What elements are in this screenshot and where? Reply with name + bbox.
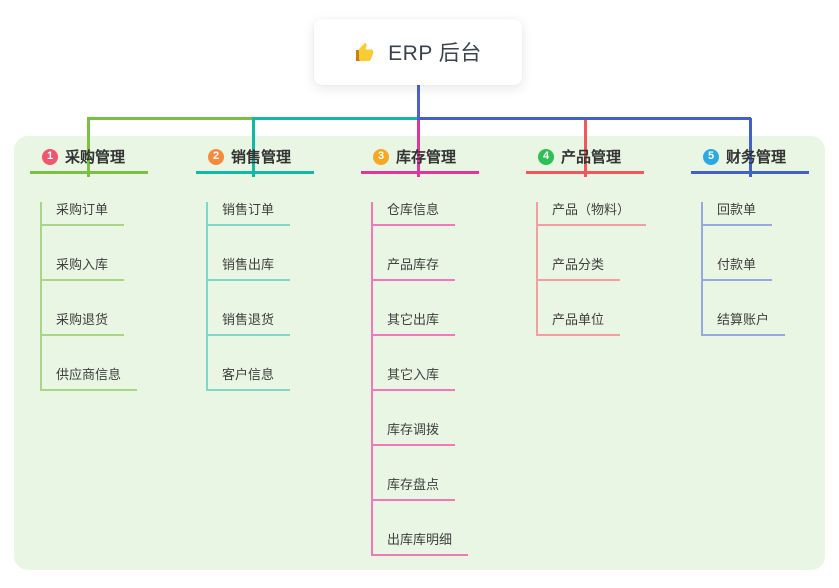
mindmap-leaf-node[interactable]: 采购入库 bbox=[42, 257, 125, 281]
branch-purchase-children: 采购订单 采购入库 采购退货 供应商信息 bbox=[40, 202, 148, 391]
root-node-title: ERP 后台 bbox=[388, 42, 482, 65]
branch-sales: 2 销售管理 销售订单 销售出库 销售退货 客户信息 bbox=[196, 148, 314, 391]
mindmap-leaf-node[interactable]: 采购订单 bbox=[42, 202, 125, 226]
badge-1-icon: 1 bbox=[42, 148, 58, 165]
branch-product: 4 产品管理 产品（物料） 产品分类 产品单位 bbox=[526, 148, 647, 336]
mindmap-leaf-node[interactable]: 仓库信息 bbox=[373, 202, 456, 226]
badge-4-icon: 4 bbox=[538, 148, 554, 165]
branch-inventory: 3 库存管理 仓库信息 产品库存 其它出库 其它入库 库存调拨 库存盘点 出库库… bbox=[361, 148, 479, 556]
connector-drop-sales bbox=[252, 118, 255, 177]
mindmap-leaf-node[interactable]: 产品（物料） bbox=[538, 202, 647, 226]
badge-2-icon: 2 bbox=[208, 148, 224, 165]
thumbs-up-icon bbox=[354, 40, 378, 64]
branch-node-finance[interactable]: 5 财务管理 bbox=[691, 148, 809, 174]
mindmap-leaf-node[interactable]: 产品分类 bbox=[538, 257, 621, 281]
connector-drop-finance bbox=[749, 118, 752, 177]
mindmap-leaf-node[interactable]: 其它入库 bbox=[373, 367, 456, 391]
connector-drop-purchase bbox=[87, 118, 90, 177]
branch-label: 产品管理 bbox=[561, 149, 622, 166]
connector-rail-teal bbox=[252, 117, 418, 120]
connector-rail-green bbox=[87, 117, 253, 120]
root-node[interactable]: ERP 后台 bbox=[314, 19, 522, 85]
branch-purchase: 1 采购管理 采购订单 采购入库 采购退货 供应商信息 bbox=[30, 148, 148, 391]
mindmap-leaf-node[interactable]: 库存盘点 bbox=[373, 477, 456, 501]
mindmap-leaf-node[interactable]: 产品单位 bbox=[538, 312, 621, 336]
mindmap-leaf-node[interactable]: 出库库明细 bbox=[373, 532, 469, 556]
mindmap-leaf-node[interactable]: 产品库存 bbox=[373, 257, 456, 281]
connector-drop-product bbox=[584, 118, 587, 177]
connector-root-stem bbox=[417, 84, 420, 119]
badge-3-icon: 3 bbox=[373, 148, 389, 165]
mindmap-leaf-node[interactable]: 销售订单 bbox=[208, 202, 291, 226]
branch-label: 财务管理 bbox=[726, 149, 787, 166]
mindmap-leaf-node[interactable]: 采购退货 bbox=[42, 312, 125, 336]
branch-label: 采购管理 bbox=[65, 149, 126, 166]
mindmap-leaf-node[interactable]: 回款单 bbox=[703, 202, 773, 226]
branch-node-sales[interactable]: 2 销售管理 bbox=[196, 148, 314, 174]
branch-finance-children: 回款单 付款单 结算账户 bbox=[701, 202, 809, 336]
mindmap-leaf-node[interactable]: 库存调拨 bbox=[373, 422, 456, 446]
branch-product-children: 产品（物料） 产品分类 产品单位 bbox=[536, 202, 647, 336]
branch-inventory-children: 仓库信息 产品库存 其它出库 其它入库 库存调拨 库存盘点 出库库明细 bbox=[371, 202, 479, 556]
mindmap-leaf-node[interactable]: 其它出库 bbox=[373, 312, 456, 336]
branches-background-panel bbox=[14, 136, 825, 570]
branch-node-inventory[interactable]: 3 库存管理 bbox=[361, 148, 479, 174]
branch-node-product[interactable]: 4 产品管理 bbox=[526, 148, 644, 174]
mindmap-leaf-node[interactable]: 客户信息 bbox=[208, 367, 291, 391]
mindmap-leaf-node[interactable]: 结算账户 bbox=[703, 312, 786, 336]
connector-rail-blue bbox=[417, 117, 751, 120]
mindmap-leaf-node[interactable]: 销售退货 bbox=[208, 312, 291, 336]
mindmap-leaf-node[interactable]: 供应商信息 bbox=[42, 367, 138, 391]
connector-drop-inventory bbox=[417, 118, 420, 177]
mindmap-leaf-node[interactable]: 销售出库 bbox=[208, 257, 291, 281]
branch-label: 销售管理 bbox=[231, 149, 292, 166]
branch-label: 库存管理 bbox=[396, 149, 457, 166]
branch-sales-children: 销售订单 销售出库 销售退货 客户信息 bbox=[206, 202, 314, 391]
badge-5-icon: 5 bbox=[703, 148, 719, 165]
mindmap-leaf-node[interactable]: 付款单 bbox=[703, 257, 773, 281]
branch-finance: 5 财务管理 回款单 付款单 结算账户 bbox=[691, 148, 809, 336]
branch-node-purchase[interactable]: 1 采购管理 bbox=[30, 148, 148, 174]
